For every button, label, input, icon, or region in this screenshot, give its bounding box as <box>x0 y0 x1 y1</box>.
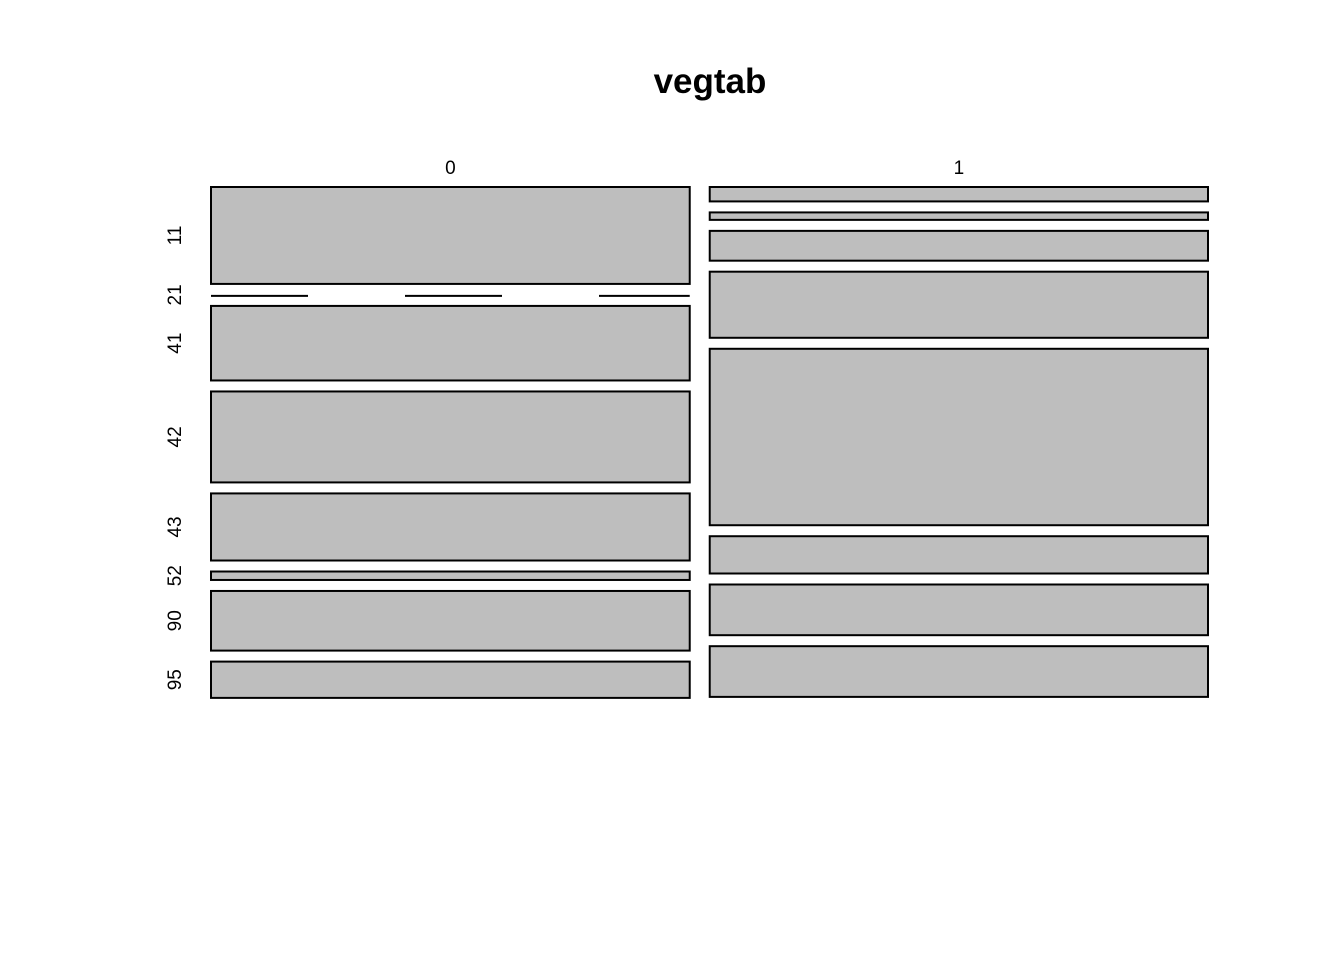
chart-title: vegtab <box>654 62 767 101</box>
row-label-43: 43 <box>165 516 186 537</box>
mosaic-tile-0-90-6 <box>210 589 691 652</box>
mosaic-tile-1-11-4 <box>708 347 1209 527</box>
mosaic-tile-1-11-1 <box>708 211 1209 221</box>
column-label-1: 1 <box>954 158 965 179</box>
mosaic-tile-1-11-7 <box>708 645 1209 698</box>
mosaic-tile-0-42-3 <box>210 390 691 484</box>
mosaic-tile-0-41-2 <box>210 304 691 382</box>
mosaic-tile-0-52-5 <box>210 570 691 581</box>
row-labels: 11 21 41 42 43 52 90 95 <box>165 226 186 691</box>
mosaic-tile-1-11-3 <box>708 270 1209 339</box>
mosaic-tile-0-11-0 <box>210 186 691 285</box>
row-label-21: 21 <box>165 284 186 305</box>
column-label-0: 0 <box>445 158 456 179</box>
mosaic-tile-0-43-4 <box>210 492 691 562</box>
mosaic-tile-1-11-0 <box>708 186 1209 203</box>
row-label-11: 11 <box>165 226 186 246</box>
mosaic-tiles <box>210 186 1209 699</box>
row-label-41: 41 <box>165 333 186 354</box>
row-label-95: 95 <box>165 669 186 690</box>
row-label-90: 90 <box>165 610 186 631</box>
row-label-42: 42 <box>165 426 186 447</box>
mosaic-tile-1-11-6 <box>708 583 1209 637</box>
mosaic-tile-1-11-2 <box>708 229 1209 262</box>
mosaic-tile-0-95-7 <box>210 660 691 699</box>
row-label-52: 52 <box>165 565 186 586</box>
mosaic-tile-1-11-5 <box>708 535 1209 575</box>
